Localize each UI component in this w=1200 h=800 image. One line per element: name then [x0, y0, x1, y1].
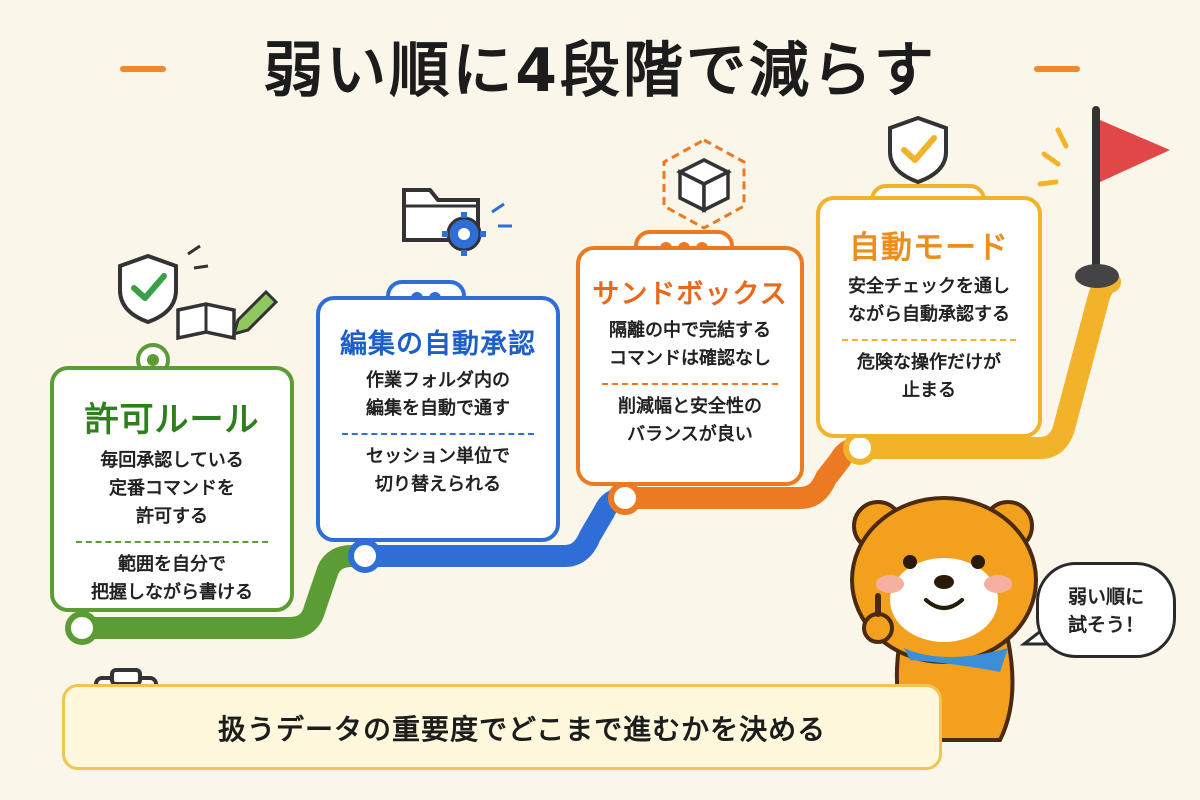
- step-note: 危険な操作だけが 止まる: [857, 352, 1001, 401]
- title-dash-right: [1034, 66, 1080, 72]
- step-note: 削減幅と安全性の バランスが良い: [618, 396, 762, 445]
- book-icon: [176, 302, 236, 341]
- path-node-green: [65, 611, 99, 645]
- shield-check-icon-green: [118, 244, 209, 325]
- speech-bubble: 弱い順に 試そう！: [1036, 562, 1176, 658]
- path-node-blue: [348, 539, 382, 573]
- path-node-yellow: [843, 431, 877, 465]
- step-note: セッション単位で 切り替えられる: [366, 446, 510, 495]
- bear-mascot: [850, 496, 1038, 742]
- step-heading: サンドボックス: [592, 279, 788, 310]
- title-dash-left: [120, 66, 166, 72]
- step-heading: 自動モード: [849, 230, 1009, 266]
- bottom-banner: [62, 684, 942, 770]
- cube-hexagon-icon: [662, 138, 746, 230]
- step-card-permission-rules: 許可ルール 毎回承認している 定番コマンドを 許可する 範囲を自分で 把握しなが…: [50, 366, 294, 612]
- step-note: 範囲を自分で 把握しながら書ける: [91, 554, 253, 603]
- path-node-orange: [608, 481, 642, 515]
- step-heading: 許可ルール: [84, 400, 260, 440]
- page-title: 弱い順に4段階で減らす: [263, 36, 937, 106]
- folder-gear-icon: [402, 188, 512, 256]
- step-heading: 編集の自動承認: [340, 329, 536, 360]
- shield-check-icon-yellow: [888, 115, 948, 185]
- step-description: 隔離の中で完結する コマンドは確認なし: [609, 320, 771, 369]
- step-card-auto-approve-edits: 編集の自動承認 作業フォルダ内の 編集を自動で通す セッション単位で 切り替えら…: [316, 296, 560, 542]
- bottom-message: 扱うデータの重要度でどこまで進むかを決める: [218, 713, 827, 746]
- step-description: 安全チェックを通し ながら自動承認する: [848, 276, 1010, 325]
- step-card-auto-mode: 自動モード 安全チェックを通し ながら自動承認する 危険な操作だけが 止まる: [816, 196, 1042, 438]
- goal-flag-icon: [1037, 106, 1170, 288]
- step-description: 毎回承認している 定番コマンドを 許可する: [100, 450, 244, 527]
- step-card-sandbox: サンドボックス 隔離の中で完結する コマンドは確認なし 削減幅と安全性の バラン…: [576, 246, 804, 486]
- pencil-icon: [231, 289, 279, 337]
- step-description: 作業フォルダ内の 編集を自動で通す: [366, 370, 510, 419]
- path-segment-green: [69, 545, 376, 639]
